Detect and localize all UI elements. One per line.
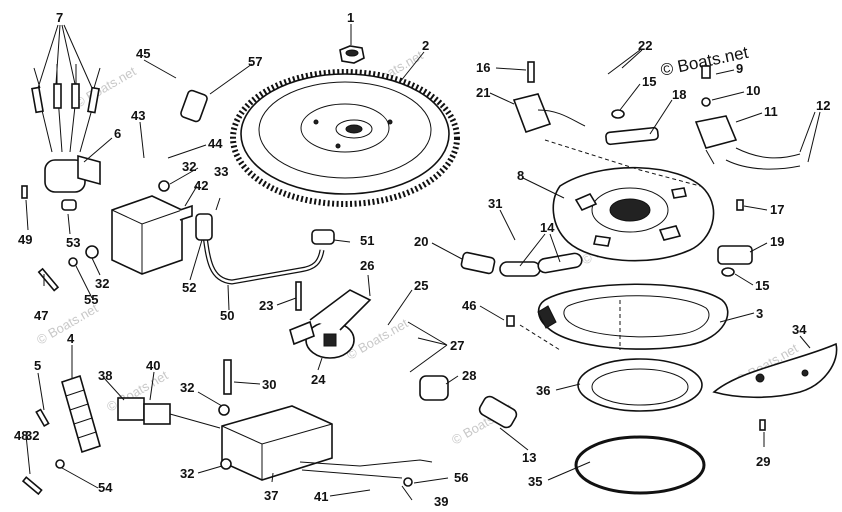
throttle-cam (712, 342, 838, 399)
flywheel-nut (339, 45, 365, 64)
callout-24: 24 (311, 372, 326, 387)
flywheel (230, 69, 460, 207)
callout-labels: 1 2 3 4 5 6 7 8 9 10 11 12 13 14 15 15 1… (14, 10, 830, 509)
washers (55, 97, 711, 487)
callout-35: 35 (528, 474, 542, 489)
alignment-lines (519, 139, 701, 351)
callout-5: 5 (34, 358, 41, 373)
hose-pieces (460, 251, 583, 277)
callout-17: 17 (770, 202, 784, 217)
harness-connector (117, 397, 221, 429)
callout-1: 1 (347, 10, 354, 25)
callout-30: 30 (262, 377, 276, 392)
callout-37: 37 (264, 488, 278, 503)
trigger-assembly (289, 289, 372, 359)
callout-47: 47 (34, 308, 48, 323)
callout-43: 43 (131, 108, 145, 123)
callout-32a: 32 (182, 159, 196, 174)
callout-8: 8 (517, 168, 524, 183)
grommet-parts (180, 89, 753, 429)
callout-15a: 15 (642, 74, 656, 89)
callout-25: 25 (414, 278, 428, 293)
callout-20: 20 (414, 234, 428, 249)
callout-27: 27 (450, 338, 464, 353)
callout-15b: 15 (755, 278, 769, 293)
ignition-coil (111, 195, 193, 275)
callout-11: 11 (764, 104, 778, 119)
callout-45: 45 (136, 46, 150, 61)
timer-base (537, 283, 729, 350)
callout-4: 4 (67, 331, 75, 346)
callout-44: 44 (208, 136, 223, 151)
callout-36: 36 (536, 383, 550, 398)
callout-32d: 32 (180, 466, 194, 481)
callout-16: 16 (476, 60, 490, 75)
callout-55: 55 (84, 292, 98, 307)
callout-14: 14 (540, 220, 555, 235)
callout-31: 31 (488, 196, 502, 211)
power-pack (221, 405, 433, 481)
callout-12: 12 (816, 98, 830, 113)
callout-19: 19 (770, 234, 784, 249)
rectifier (44, 154, 101, 193)
terminal-block (61, 374, 101, 454)
spring-ring (574, 435, 706, 495)
sensor-coil (694, 115, 801, 170)
callout-33: 33 (214, 164, 228, 179)
lead-wires (31, 64, 101, 153)
callout-32e: 32 (25, 428, 39, 443)
watermark: © Boats.net (72, 63, 139, 110)
callout-50: 50 (220, 308, 234, 323)
leader-lines (25, 24, 821, 501)
callout-40: 40 (146, 358, 160, 373)
callout-10: 10 (746, 83, 760, 98)
callout-41: 41 (314, 489, 328, 504)
callout-9: 9 (736, 61, 743, 76)
callout-22: 22 (638, 38, 652, 53)
callout-48: 48 (14, 428, 28, 443)
callout-26: 26 (360, 258, 374, 273)
callout-6: 6 (114, 126, 121, 141)
callout-52: 52 (182, 280, 196, 295)
callout-28: 28 (462, 368, 476, 383)
callout-23: 23 (259, 298, 273, 313)
callout-3: 3 (756, 306, 763, 321)
charge-coil (512, 93, 586, 134)
callout-57: 57 (248, 54, 262, 69)
callout-56: 56 (454, 470, 468, 485)
callout-32b: 32 (95, 276, 109, 291)
callout-49: 49 (18, 232, 32, 247)
callout-53: 53 (66, 235, 80, 250)
callout-46: 46 (462, 298, 476, 313)
callout-21: 21 (476, 85, 490, 100)
callout-2: 2 (422, 38, 429, 53)
callout-42: 42 (194, 178, 208, 193)
callout-32c: 32 (180, 380, 194, 395)
callout-29: 29 (756, 454, 770, 469)
screws (21, 61, 766, 496)
callout-39: 39 (434, 494, 448, 509)
callout-7: 7 (56, 10, 63, 25)
stator-plate (552, 166, 715, 262)
retainer-ring (577, 358, 703, 412)
callout-54: 54 (98, 480, 113, 495)
callout-34: 34 (792, 322, 807, 337)
callout-18: 18 (672, 87, 686, 102)
callout-38: 38 (98, 368, 112, 383)
callout-51: 51 (360, 233, 374, 248)
callout-13: 13 (522, 450, 536, 465)
spark-plug-lead (195, 213, 335, 285)
